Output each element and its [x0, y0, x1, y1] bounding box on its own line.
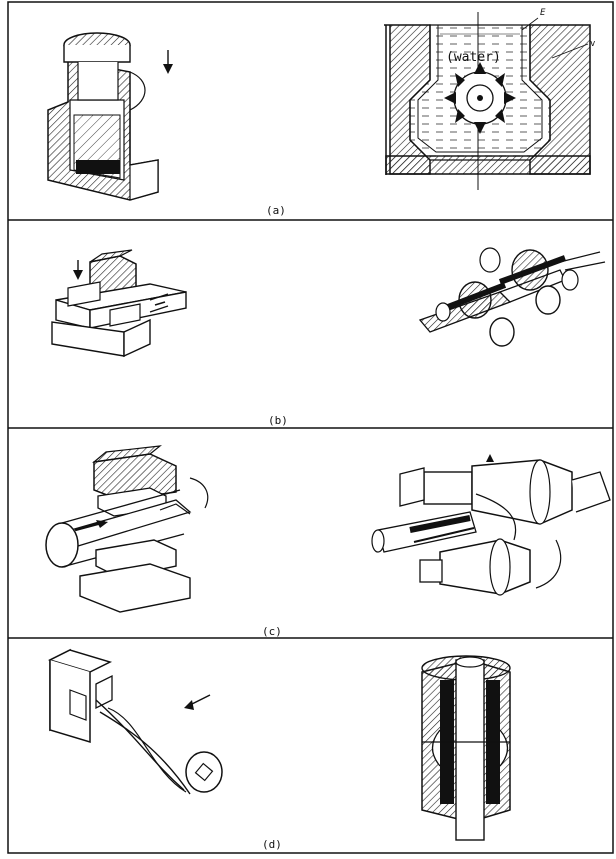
v-annotation: v — [590, 39, 595, 49]
open-die-forging-illustration — [51, 249, 187, 358]
panel-label-c: (c) — [262, 625, 282, 638]
panel-d — [47, 648, 511, 841]
panel-a: (water) E v — [47, 8, 595, 201]
panel-label-a: (a) — [266, 204, 286, 217]
panel-c — [45, 445, 611, 613]
roll-forging-illustration — [418, 247, 606, 347]
water-annotation: (water) — [446, 50, 501, 65]
twisting-fixture-illustration — [47, 648, 223, 795]
rotary-forging-illustration — [371, 454, 611, 596]
punch-die-illustration — [47, 32, 173, 201]
cylinder-forging-illustration — [45, 445, 209, 613]
panel-label-b: (b) — [268, 414, 288, 427]
panel-label-d: (d) — [262, 838, 282, 851]
explosive-forming-illustration: (water) E v — [384, 8, 595, 190]
bushing-die-illustration — [421, 655, 511, 841]
e-annotation: E — [540, 8, 546, 18]
panel-b — [51, 247, 606, 358]
